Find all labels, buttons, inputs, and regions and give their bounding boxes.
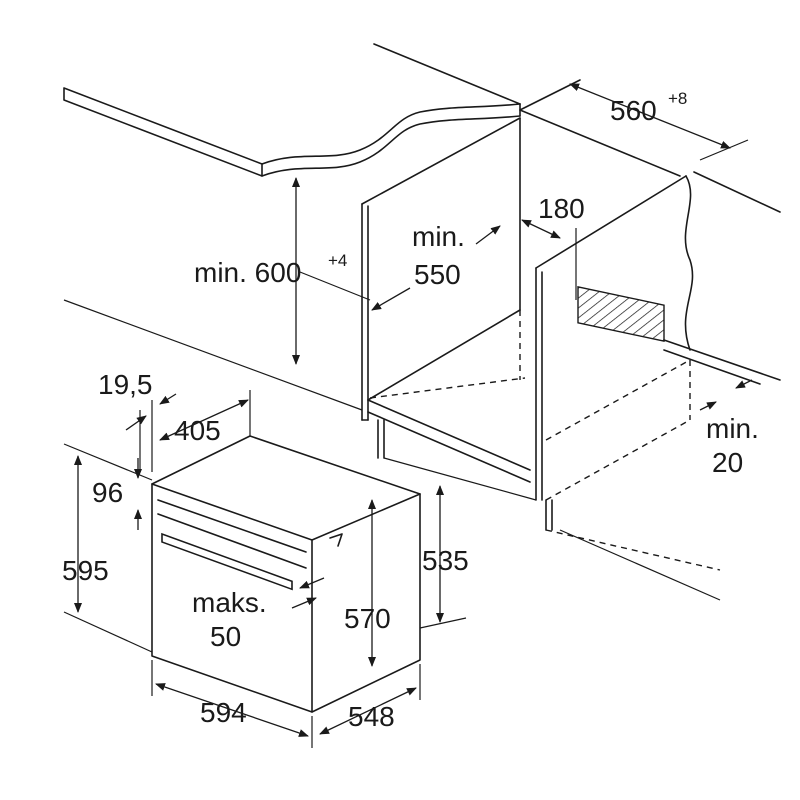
label-min-height: min. 600 (194, 257, 301, 288)
label-top-panel: 96 (92, 477, 123, 508)
countertop (63, 43, 781, 213)
label-min-gap-word: min. (706, 413, 759, 444)
labels: 560 +8 180 min. 550 min. 600 +4 19,5 405… (62, 89, 759, 732)
label-handle-word: maks. (192, 587, 267, 618)
label-inner-depth: 405 (174, 415, 221, 446)
label-min-height-tolerance: +4 (328, 251, 347, 270)
label-oven-width: 594 (200, 697, 247, 728)
label-min-gap-value: 20 (712, 447, 743, 478)
label-vent-gap: 180 (538, 193, 585, 224)
label-niche-width: 560 (610, 95, 657, 126)
oven (151, 435, 421, 713)
label-handle-value: 50 (210, 621, 241, 652)
label-niche-width-tolerance: +8 (668, 89, 687, 108)
room-lines (63, 299, 721, 601)
label-inner-height: 570 (344, 603, 391, 634)
label-oven-height: 595 (62, 555, 109, 586)
label-body-height: 535 (422, 545, 469, 576)
cabinet-right (535, 175, 781, 571)
label-min-depth-word: min. (412, 221, 465, 252)
cabinet-left (299, 117, 531, 483)
label-front-offset: 19,5 (98, 369, 153, 400)
label-min-depth-value: 550 (414, 259, 461, 290)
oven-handle (161, 532, 293, 591)
label-oven-depth: 548 (348, 701, 395, 732)
dimension-lines (63, 83, 753, 748)
